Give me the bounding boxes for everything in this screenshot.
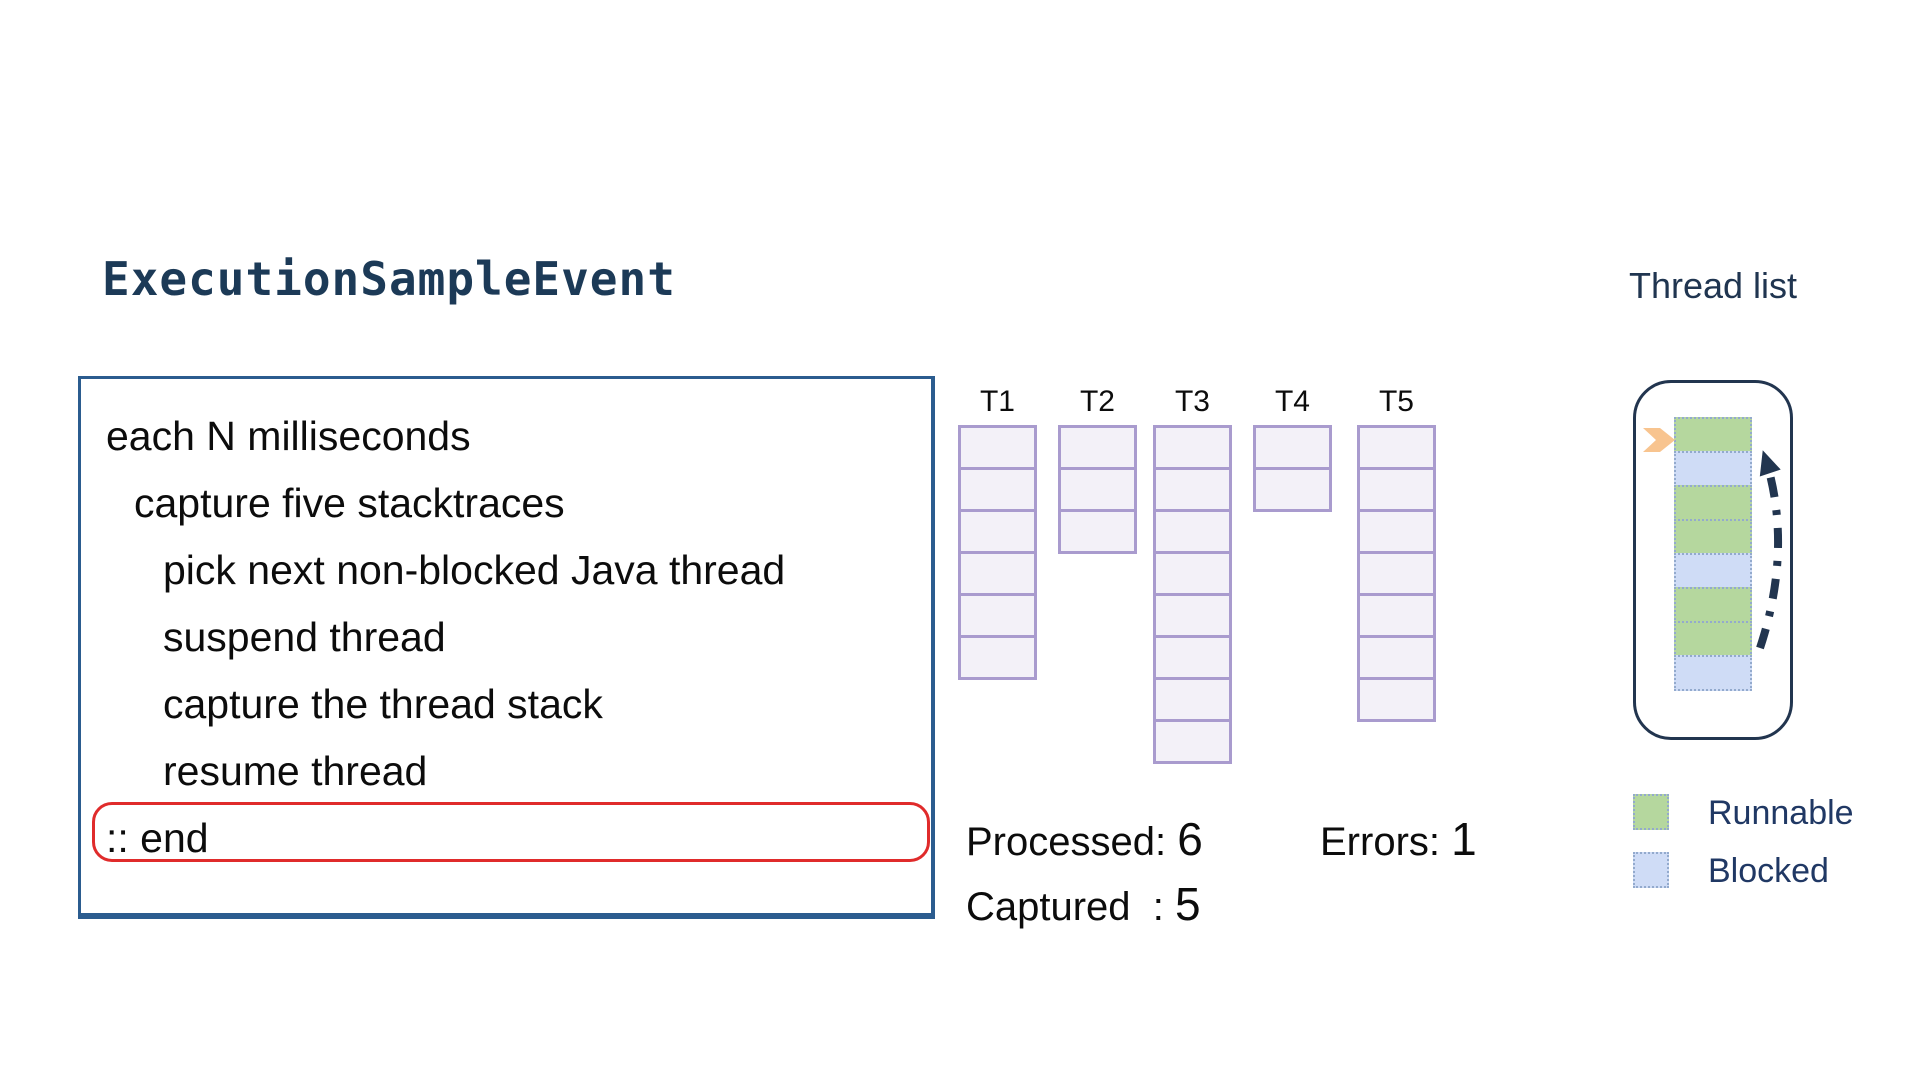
- pseudocode-line: capture the thread stack: [163, 681, 603, 727]
- stack-column-t3: T3: [1153, 383, 1232, 764]
- stacktrace-cell: [1153, 467, 1232, 512]
- stacktrace-cell: [1153, 425, 1232, 470]
- blocked-swatch-icon: [1633, 852, 1669, 888]
- stacktrace-cell: [1153, 635, 1232, 680]
- stack-column-label: T5: [1378, 385, 1414, 418]
- errors-stat: Errors: 1: [1320, 812, 1477, 866]
- stacktrace-cell: [1253, 425, 1332, 470]
- thread-list-cell-runnable: [1674, 519, 1752, 555]
- stacktrace-cell: [1357, 677, 1436, 722]
- stacktrace-cell: [1058, 425, 1137, 470]
- stack-column-label: T3: [1174, 385, 1210, 418]
- thread-list-cells: [1674, 417, 1752, 691]
- pseudocode-line: pick next non-blocked Java thread: [163, 547, 786, 593]
- stacktrace-cell: [1357, 593, 1436, 638]
- stacktrace-cell: [1357, 467, 1436, 512]
- thread-list-cell-runnable: [1674, 621, 1752, 657]
- stacktrace-cell: [1357, 509, 1436, 554]
- stacktrace-cell: [958, 635, 1037, 680]
- end-highlight-box: [92, 802, 930, 862]
- stacktrace-cell: [958, 593, 1037, 638]
- stacktrace-cell: [1253, 467, 1332, 512]
- captured-value: 5: [1175, 878, 1201, 930]
- stack-column-t5: T5: [1357, 383, 1436, 722]
- current-thread-pointer-icon: [1643, 428, 1675, 452]
- pseudocode-lines: each N milliseconds capture five stacktra…: [106, 403, 921, 872]
- stacktrace-cell: [1357, 425, 1436, 470]
- errors-label: Errors:: [1320, 820, 1452, 864]
- legend-label: Runnable: [1708, 794, 1854, 832]
- page-title: ExecutionSampleEvent: [102, 252, 676, 306]
- stacktrace-cell: [958, 551, 1037, 596]
- pseudocode-line: each N milliseconds: [106, 413, 471, 459]
- stacktrace-cell: [1153, 677, 1232, 722]
- captured-stat: Captured : 5: [966, 877, 1201, 931]
- stack-column-t2: T2: [1058, 383, 1137, 554]
- stacktrace-cell: [958, 425, 1037, 470]
- processed-stat: Processed: 6: [966, 812, 1203, 866]
- thread-list-cell-blocked: [1674, 553, 1752, 589]
- pseudocode-line: resume thread: [163, 748, 428, 794]
- pseudocode-line: capture five stacktraces: [134, 480, 565, 526]
- stacktrace-cell: [1153, 509, 1232, 554]
- stacktrace-cell: [1153, 593, 1232, 638]
- runnable-swatch-icon: [1633, 794, 1669, 830]
- stack-column-label: T4: [1274, 385, 1310, 418]
- processed-value: 6: [1177, 813, 1203, 865]
- stacktrace-cell: [958, 467, 1037, 512]
- stack-column-label: T2: [1079, 385, 1115, 418]
- stacktrace-cell: [1058, 509, 1137, 554]
- pseudocode-box: each N milliseconds capture five stacktra…: [78, 376, 935, 919]
- stack-column-label: T1: [979, 385, 1015, 418]
- loop-arrow-icon: [1756, 450, 1783, 650]
- stacktrace-cell: [1357, 551, 1436, 596]
- stacktrace-cell: [1153, 551, 1232, 596]
- captured-label: Captured :: [966, 885, 1176, 929]
- pseudocode-line-end: :: end: [106, 815, 209, 861]
- stacktrace-cell: [1357, 635, 1436, 680]
- thread-list-cell-runnable: [1674, 417, 1752, 453]
- pseudocode-line: suspend thread: [163, 614, 446, 660]
- thread-list-cell-blocked: [1674, 655, 1752, 691]
- stack-column-t4: T4: [1253, 383, 1332, 512]
- stack-column-t1: T1: [958, 383, 1037, 680]
- thread-list-cell-blocked: [1674, 451, 1752, 487]
- thread-list-title: Thread list: [1628, 265, 1798, 306]
- thread-list-cell-runnable: [1674, 587, 1752, 623]
- legend-label: Blocked: [1708, 852, 1829, 890]
- thread-list-cell-runnable: [1674, 485, 1752, 521]
- processed-label: Processed:: [966, 820, 1178, 864]
- stacktrace-cell: [1153, 719, 1232, 764]
- errors-value: 1: [1451, 813, 1477, 865]
- stacktrace-cell: [958, 509, 1037, 554]
- stacktrace-cell: [1058, 467, 1137, 512]
